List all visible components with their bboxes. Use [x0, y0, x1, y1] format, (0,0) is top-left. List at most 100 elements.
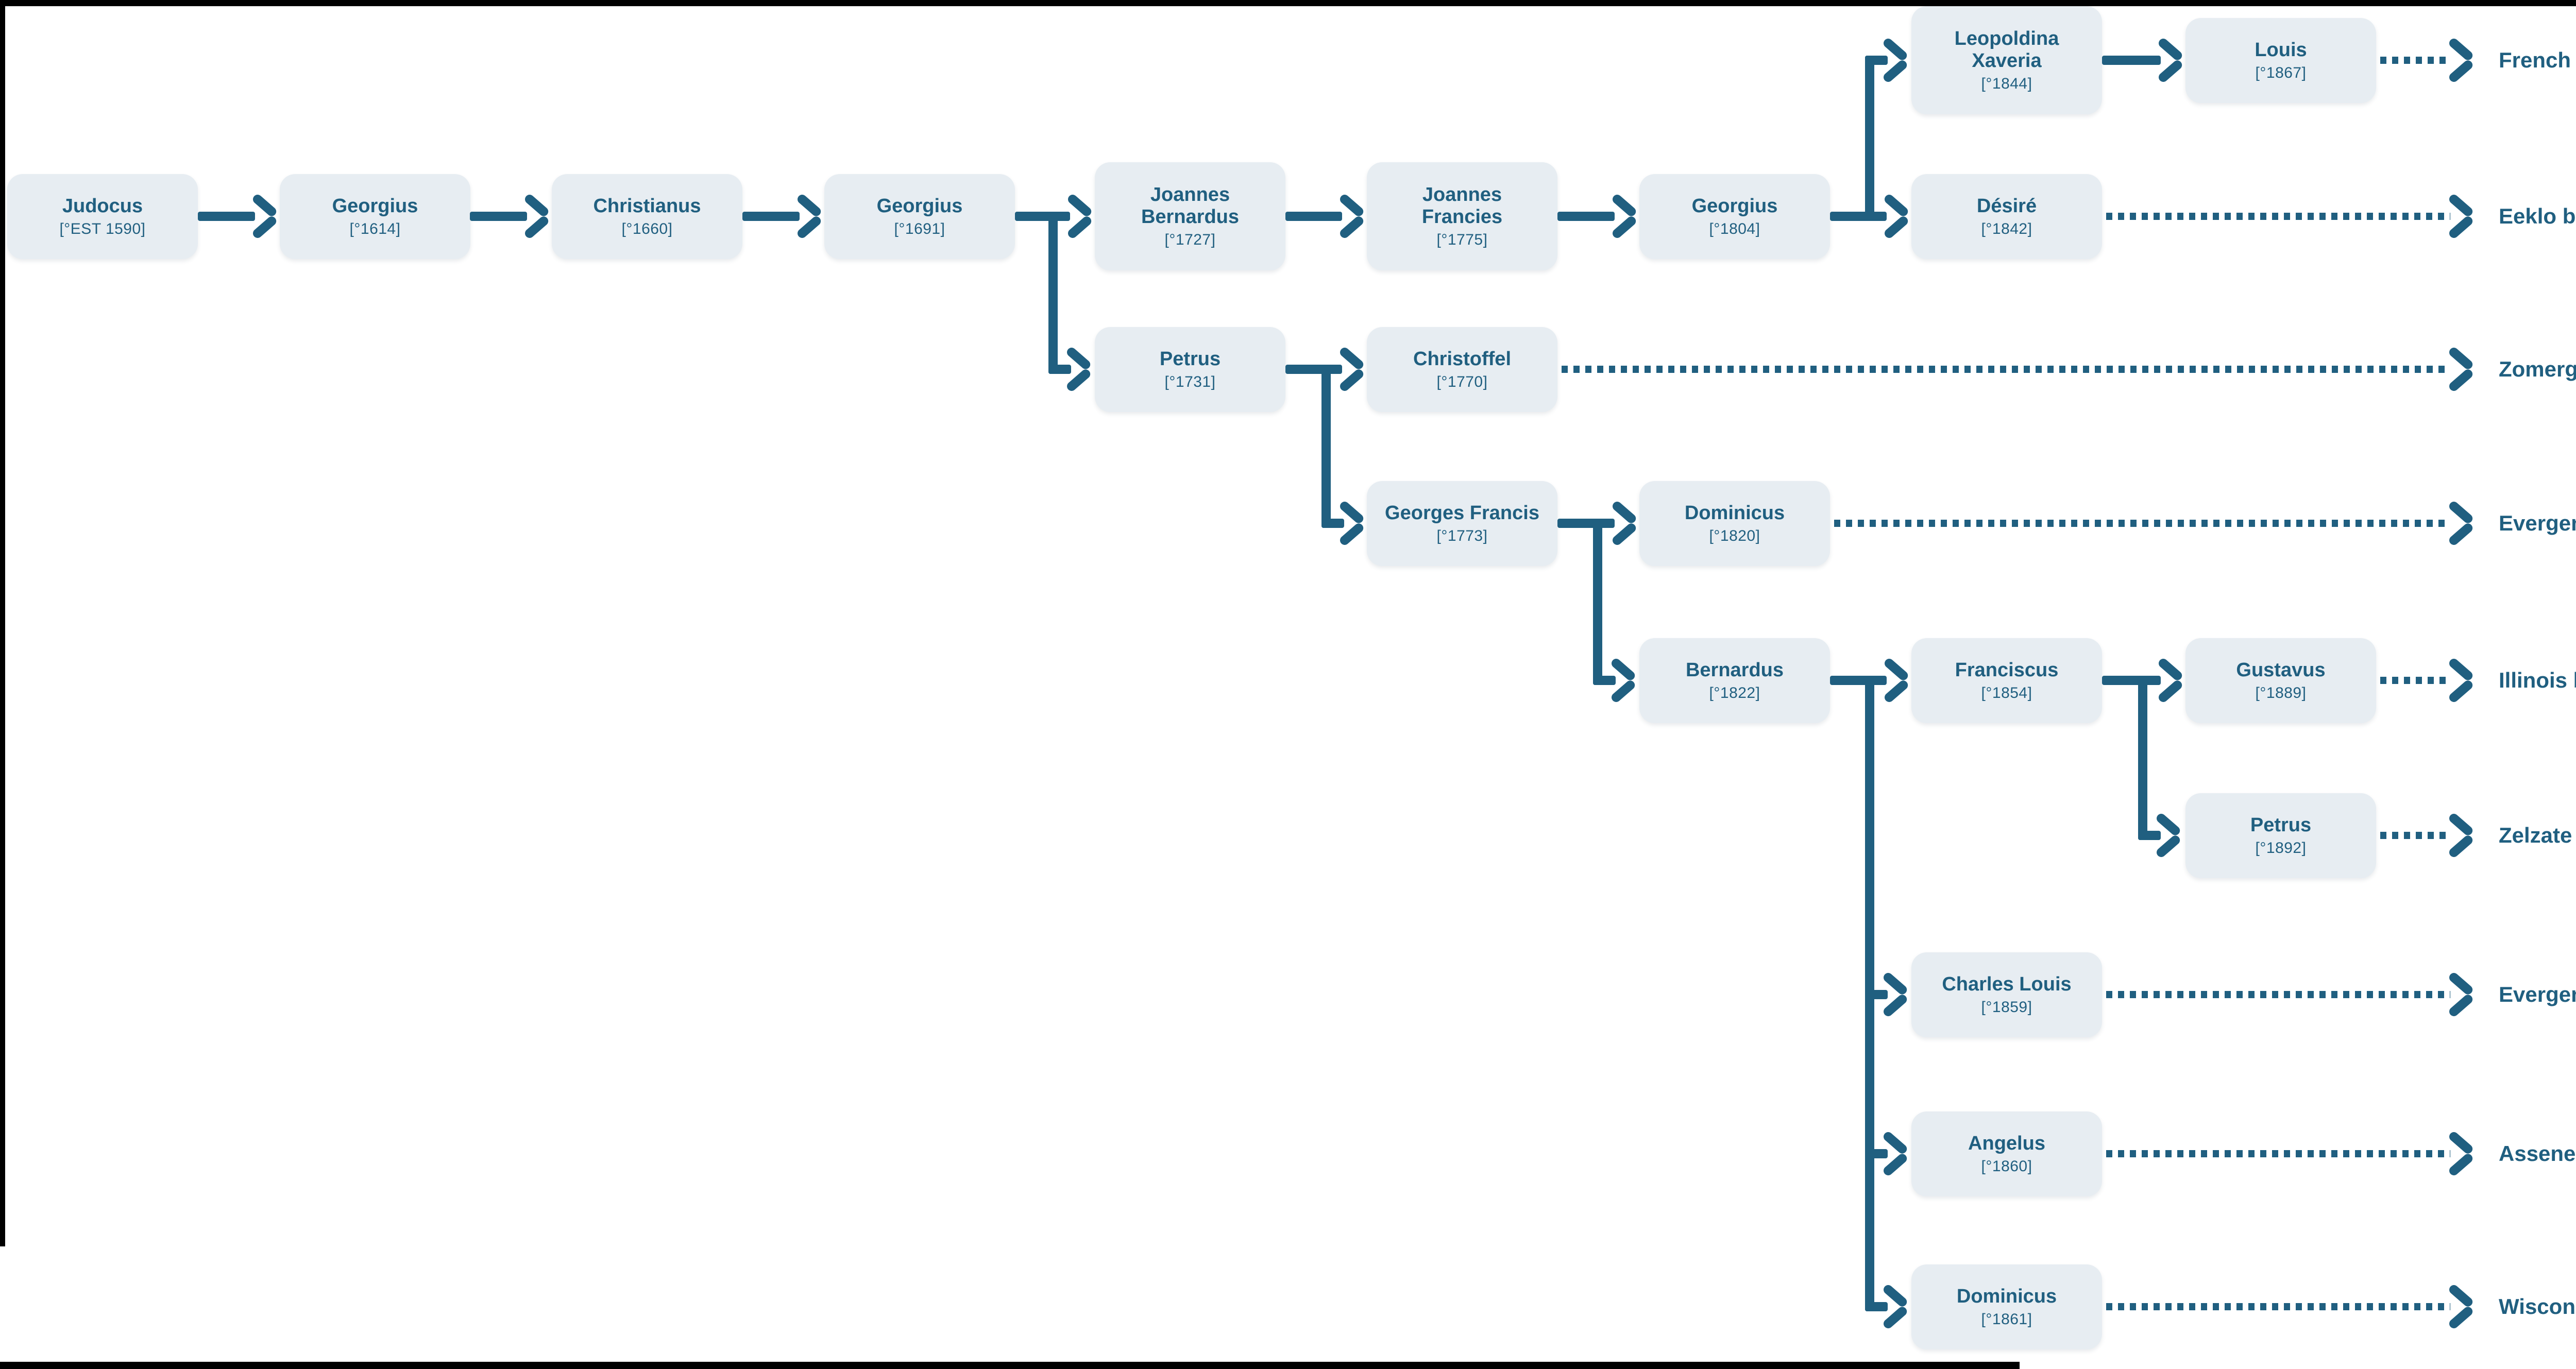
person-node-dominicus-1820: Dominicus [°1820]	[1639, 481, 1830, 566]
arrowhead-icon	[1339, 195, 1362, 238]
person-name: Georgius	[332, 195, 418, 217]
arrowhead-icon	[2448, 659, 2471, 702]
person-birth-year: [°1691]	[894, 220, 945, 238]
branch-label-assenede: Assenede branch	[2499, 1141, 2576, 1166]
person-node-petrus-1731: Petrus [°1731]	[1095, 327, 1285, 412]
person-birth-year: [°1727]	[1164, 231, 1216, 249]
arrowhead-icon	[2448, 39, 2471, 82]
person-node-bernardus: Bernardus [°1822]	[1639, 638, 1830, 723]
person-name: Angelus	[1968, 1132, 2045, 1154]
person-node-judocus: Judocus [°EST 1590]	[7, 174, 198, 259]
branch-label-eeklo: Eeklo branch	[2499, 204, 2576, 228]
arrowhead-icon	[2448, 348, 2471, 391]
person-birth-year: [°1731]	[1164, 373, 1216, 391]
arrowhead-icon	[1339, 348, 1362, 391]
branch-label-evergem-2: Evergem-2 branch	[2499, 982, 2576, 1006]
arrowhead-icon	[1067, 195, 1090, 238]
person-birth-year: [°1804]	[1709, 220, 1760, 238]
person-node-gustavus: Gustavus [°1889]	[2185, 638, 2376, 723]
connector-vertical	[1048, 212, 1058, 374]
person-name: Bernardus	[1685, 659, 1784, 681]
person-name: Judocus	[62, 195, 143, 217]
person-node-dominicus-1861: Dominicus [°1861]	[1911, 1264, 2102, 1349]
person-name: Georgius	[1691, 195, 1778, 217]
person-birth-year: [°1861]	[1981, 1311, 2032, 1328]
arrow-stem	[742, 212, 800, 221]
arrow-stem	[2102, 676, 2161, 685]
arrowhead-icon	[1884, 659, 1906, 702]
arrowhead-icon	[2448, 814, 2471, 857]
branch-label-wisconsin: Wisconsin branch	[2499, 1294, 2576, 1319]
branch-label-evergem-1: Evergem-1 branch	[2499, 511, 2576, 535]
person-name: Leopoldina Xaveria	[1954, 27, 2059, 72]
person-birth-year: [°EST 1590]	[59, 220, 146, 238]
person-name: Christianus	[593, 195, 701, 217]
arrow-stem	[1285, 365, 1342, 374]
arrowhead-icon	[2158, 659, 2180, 702]
frame-left-edge	[0, 0, 5, 1246]
arrowhead-icon	[796, 195, 819, 238]
arrow-stem	[1865, 990, 1888, 999]
person-node-joannes-bernardus: Joannes Bernardus [°1727]	[1095, 162, 1285, 270]
connector-vertical	[1321, 365, 1331, 528]
arrow-stem	[1865, 1302, 1888, 1311]
dotted-connector	[2106, 1303, 2450, 1310]
branch-label-illinois: Illinois branch	[2499, 668, 2576, 692]
arrowhead-icon	[2156, 814, 2178, 857]
person-birth-year: [°1773]	[1436, 527, 1488, 545]
person-birth-year: [°1822]	[1709, 684, 1760, 702]
person-birth-year: [°1859]	[1981, 999, 2032, 1016]
arrow-stem	[198, 212, 255, 221]
arrowhead-icon	[2448, 1285, 2471, 1328]
arrowhead-icon	[524, 195, 547, 238]
arrowhead-icon	[252, 195, 275, 238]
person-birth-year: [°1860]	[1981, 1158, 2032, 1175]
person-name: Louis	[2255, 39, 2307, 61]
arrow-stem	[1865, 56, 1888, 65]
person-node-georgius-1691: Georgius [°1691]	[824, 174, 1015, 259]
person-node-georgius-1804: Georgius [°1804]	[1639, 174, 1830, 259]
person-birth-year: [°1867]	[2255, 64, 2307, 82]
frame-bottom-edge	[0, 1362, 2020, 1369]
person-name: Petrus	[2250, 814, 2312, 836]
arrowhead-icon	[1883, 1285, 1905, 1328]
person-birth-year: [°1660]	[621, 220, 673, 238]
arrow-stem	[1865, 1149, 1888, 1158]
connector-vertical	[2138, 676, 2147, 840]
dotted-connector	[2106, 1150, 2450, 1157]
person-birth-year: [°1844]	[1981, 75, 2032, 93]
person-birth-year: [°1842]	[1981, 220, 2032, 238]
person-name: Christoffel	[1413, 348, 1511, 370]
arrowhead-icon	[2448, 502, 2471, 545]
arrow-stem	[1321, 519, 1344, 528]
arrowhead-icon	[1611, 659, 1633, 702]
arrow-stem	[2138, 831, 2161, 840]
person-node-desire: Désiré [°1842]	[1911, 174, 2102, 259]
person-name: Dominicus	[1684, 502, 1785, 524]
arrow-stem	[2102, 56, 2161, 65]
branch-label-zomergem: Zomergem [Stoffels] branch	[2499, 357, 2576, 381]
person-node-leopoldina-xaveria: Leopoldina Xaveria [°1844]	[1911, 6, 2102, 114]
arrowhead-icon	[1883, 1132, 1905, 1175]
person-node-georgius-1614: Georgius [°1614]	[280, 174, 470, 259]
person-node-georges-francis: Georges Francis [°1773]	[1367, 481, 1557, 566]
arrowhead-icon	[1066, 348, 1089, 391]
dotted-connector	[2106, 991, 2450, 998]
person-node-angelus: Angelus [°1860]	[1911, 1111, 2102, 1196]
arrow-stem	[1830, 676, 1887, 685]
person-birth-year: [°1775]	[1436, 231, 1488, 249]
person-name: Georges Francis	[1385, 502, 1539, 524]
dotted-connector	[2380, 832, 2450, 839]
arrowhead-icon	[1883, 973, 1905, 1016]
arrowhead-icon	[1884, 195, 1906, 238]
person-name: Gustavus	[2236, 659, 2326, 681]
person-node-charles-louis: Charles Louis [°1859]	[1911, 952, 2102, 1037]
arrow-stem	[1593, 676, 1616, 685]
arrowhead-icon	[2448, 195, 2471, 238]
arrow-stem	[470, 212, 527, 221]
person-birth-year: [°1889]	[2255, 684, 2307, 702]
person-birth-year: [°1892]	[2255, 840, 2307, 857]
arrowhead-icon	[2448, 973, 2471, 1016]
dotted-connector	[2380, 57, 2450, 64]
frame-top-edge	[0, 0, 2576, 6]
